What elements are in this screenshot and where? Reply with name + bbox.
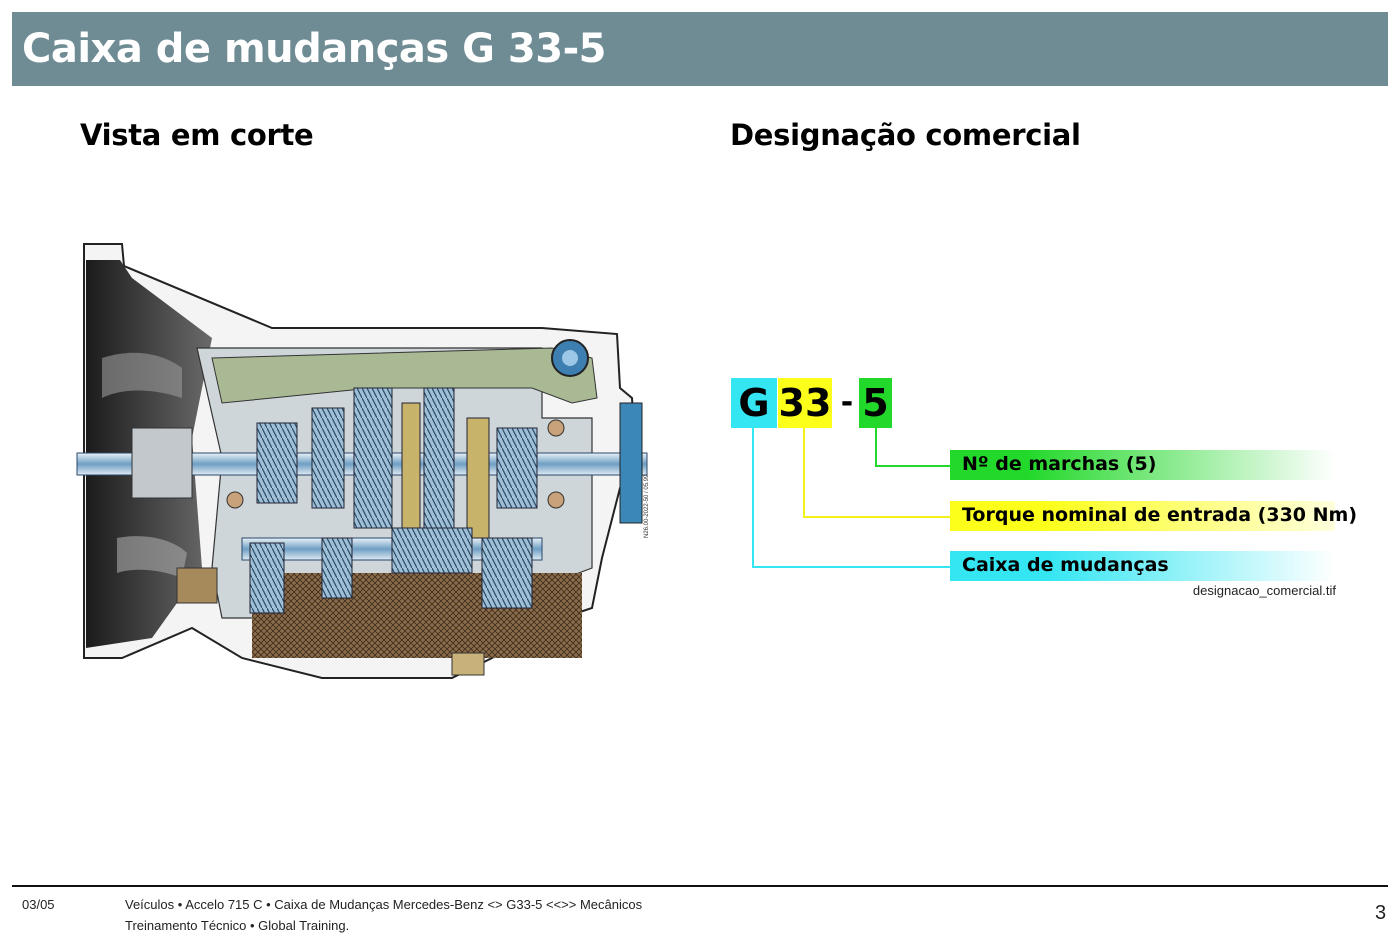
title-banner: Caixa de mudanças G 33-5 xyxy=(12,12,1388,86)
section-title-cutaway: Vista em corte xyxy=(80,118,314,152)
connector-gears xyxy=(875,428,950,467)
page-title: Caixa de mudanças G 33-5 xyxy=(22,26,607,72)
code-dash: - xyxy=(840,385,854,420)
code-letter-box: G xyxy=(731,378,777,428)
footer-line-1: Veículos • Accelo 715 C • Caixa de Mudan… xyxy=(125,897,643,912)
drawing-code: N26.00-2022-50 / 05.99 xyxy=(644,474,650,538)
footer-page-number: 3 xyxy=(1375,902,1387,924)
label-type: Caixa de mudanças xyxy=(962,554,1169,576)
label-torque: Torque nominal de entrada (330 Nm) xyxy=(962,504,1358,526)
label-bar-gears: Nº de marchas (5) xyxy=(950,450,1335,480)
connector-torque xyxy=(803,428,950,518)
label-bar-torque: Torque nominal de entrada (330 Nm) xyxy=(950,501,1357,531)
gearbox-cutaway-illustration: N26.00-2022-50 / 05.99 xyxy=(76,243,650,679)
code-torque-box: 33 xyxy=(778,378,832,428)
image-filename: designacao_comercial.tif xyxy=(1192,583,1336,598)
code-gears-box: 5 xyxy=(859,378,892,428)
footer-line-2: Treinamento Técnico • Global Training. xyxy=(125,918,350,933)
label-bar-type: Caixa de mudanças xyxy=(950,551,1335,581)
section-title-designation: Designação comercial xyxy=(730,118,1081,152)
connector-type xyxy=(752,428,950,568)
footer-divider xyxy=(12,885,1388,887)
label-gears: Nº de marchas (5) xyxy=(962,453,1157,475)
footer-page-ref: 03/05 xyxy=(22,897,55,912)
